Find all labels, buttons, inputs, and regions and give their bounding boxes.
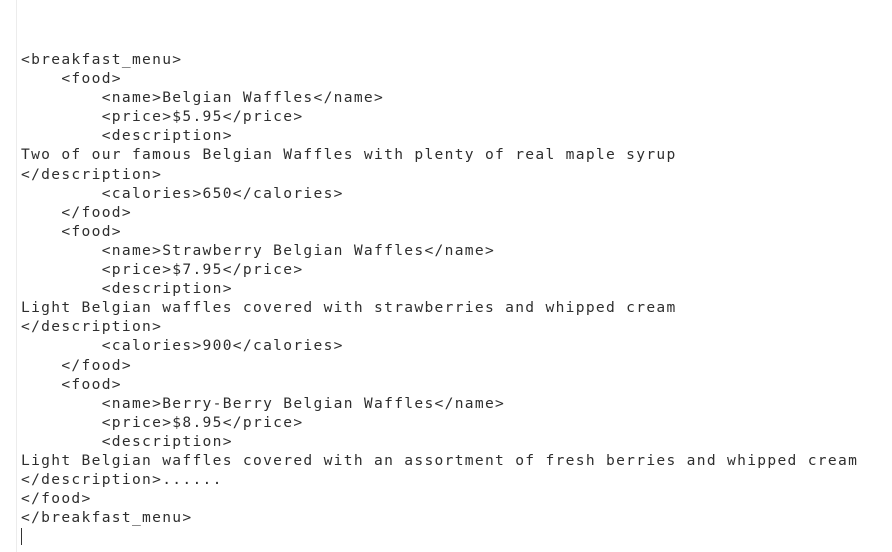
editor-line[interactable]: <description> [21, 127, 233, 145]
editor-line[interactable]: Light Belgian waffles covered with an as… [21, 451, 859, 469]
editor-line[interactable]: <name>Berry-Berry Belgian Waffles</name> [21, 394, 506, 412]
editor-line[interactable]: Light Belgian waffles covered with straw… [21, 299, 677, 317]
editor-line[interactable]: <calories>900</calories> [21, 337, 344, 355]
editor-line[interactable]: </food> [21, 356, 132, 374]
editor-line[interactable]: <description> [21, 432, 233, 450]
editor-line[interactable]: <food> [21, 375, 122, 393]
editor-line[interactable]: </description> [21, 318, 163, 336]
editor-line[interactable]: </breakfast_menu> [21, 509, 193, 527]
editor-line[interactable]: <name>Belgian Waffles</name> [21, 89, 385, 107]
editor-line[interactable]: <calories>650</calories> [21, 184, 344, 202]
editor-line[interactable]: <breakfast_menu> [21, 51, 183, 68]
editor-line[interactable]: Two of our famous Belgian Waffles with p… [21, 146, 677, 164]
editor-line[interactable]: <price>$5.95</price> [21, 108, 304, 126]
text-cursor [21, 528, 22, 546]
editor-line[interactable]: </food> [21, 203, 132, 221]
editor-line[interactable]: </description> [21, 165, 163, 183]
editor-line[interactable]: </food> [21, 490, 92, 508]
text-editor[interactable]: <breakfast_menu> <food> <name>Belgian Wa… [21, 50, 858, 546]
editor-line[interactable]: </description>...... [21, 471, 223, 489]
editor-gutter-border [16, 0, 17, 552]
editor-line[interactable]: <price>$7.95</price> [21, 261, 304, 279]
editor-line[interactable]: <food> [21, 70, 122, 88]
editor-line[interactable] [21, 527, 858, 546]
editor-line[interactable]: <food> [21, 222, 122, 240]
editor-line[interactable]: <description> [21, 280, 233, 298]
editor-line[interactable]: <name>Strawberry Belgian Waffles</name> [21, 241, 496, 259]
editor-line[interactable]: <price>$8.95</price> [21, 413, 304, 431]
